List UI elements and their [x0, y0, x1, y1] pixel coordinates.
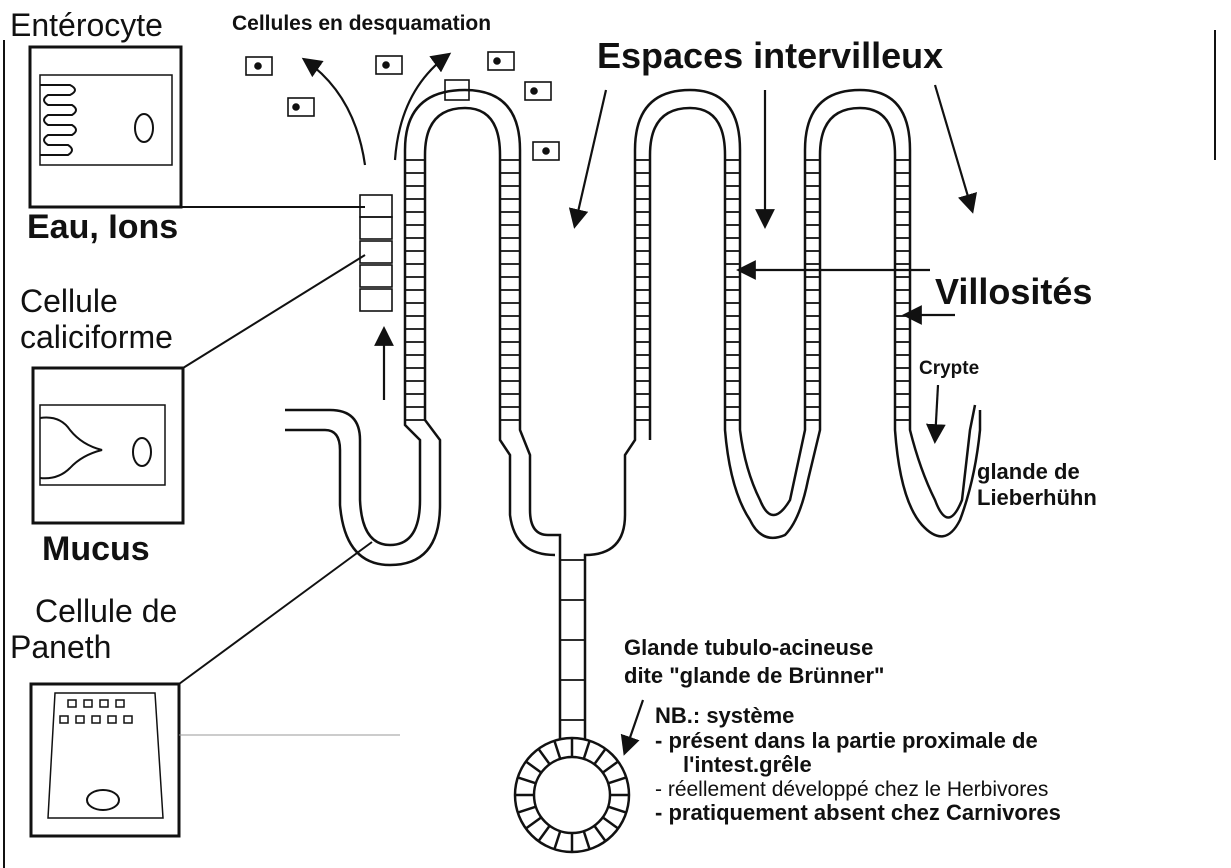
gland-cell-boundary — [594, 749, 605, 764]
gland-cell-boundary — [518, 777, 536, 783]
label-glande-brunner-2: dite "glande de Brünner" — [624, 664, 884, 689]
arrow-crypte — [935, 385, 938, 440]
note-block: NB.: système - présent dans la partie pr… — [655, 704, 1061, 826]
note-line-2: l'intest.grêle — [683, 753, 1061, 778]
label-crypte: Crypte — [919, 358, 979, 379]
gland-cell-boundary — [603, 817, 618, 828]
gland-cell-boundary — [526, 761, 541, 772]
desquamating-cells — [246, 52, 559, 311]
label-cellule-caliciforme-1: Cellule — [20, 284, 118, 320]
gland-cell-boundary — [603, 761, 618, 772]
connector-paneth — [179, 542, 372, 684]
note-heading: NB.: système — [655, 704, 1061, 729]
label-cellules-desquamation: Cellules en desquamation — [232, 12, 491, 36]
gland-cell-boundary — [594, 826, 605, 841]
label-villosites: Villosités — [935, 272, 1092, 312]
label-enterocyte: Entérocyte — [10, 8, 163, 44]
label-cellule-caliciforme-2: caliciforme — [20, 320, 173, 356]
label-espaces-intervilleux: Espaces intervilleux — [597, 36, 943, 76]
note-line-1: - présent dans la partie proximale de — [655, 729, 1061, 754]
gland-cell-boundary — [554, 831, 560, 849]
caliciforme-inset — [33, 368, 183, 523]
label-glande-lieberkuhn-1: glande de — [977, 460, 1080, 485]
note-line-3: - réellement développé chez le Herbivore… — [655, 778, 1061, 802]
arrow-brunner — [625, 700, 643, 752]
gland-cell-boundary — [538, 826, 549, 841]
label-cellule-paneth-1: Cellule de — [35, 594, 177, 630]
label-mucus: Mucus — [42, 530, 150, 568]
label-eau-ions: Eau, Ions — [27, 208, 178, 246]
gland-cell-boundary — [608, 777, 626, 783]
gland-cell-boundary — [518, 807, 536, 813]
arrow-espaces-3 — [935, 85, 972, 210]
gland-cell-boundary — [526, 817, 541, 828]
arrow-espaces-1 — [575, 90, 606, 225]
label-glande-lieberkuhn-2: Lieberhühn — [977, 486, 1097, 511]
gland-cell-boundary — [554, 741, 560, 759]
enterocyte-inset — [30, 47, 181, 207]
gland-cell-boundary — [584, 741, 590, 759]
connector-caliciforme — [183, 255, 365, 368]
arrow-desquamation-right — [395, 55, 448, 160]
gland-cell-boundary — [584, 831, 590, 849]
paneth-inset — [31, 684, 179, 836]
gland-cell-boundary — [538, 749, 549, 764]
note-line-4: - pratiquement absent chez Carnivores — [655, 801, 1061, 826]
label-glande-brunner-1: Glande tubulo-acineuse — [624, 636, 873, 661]
gland-cell-boundary — [608, 807, 626, 813]
brunner-gland — [515, 738, 629, 852]
label-cellule-paneth-2: Paneth — [10, 630, 111, 666]
